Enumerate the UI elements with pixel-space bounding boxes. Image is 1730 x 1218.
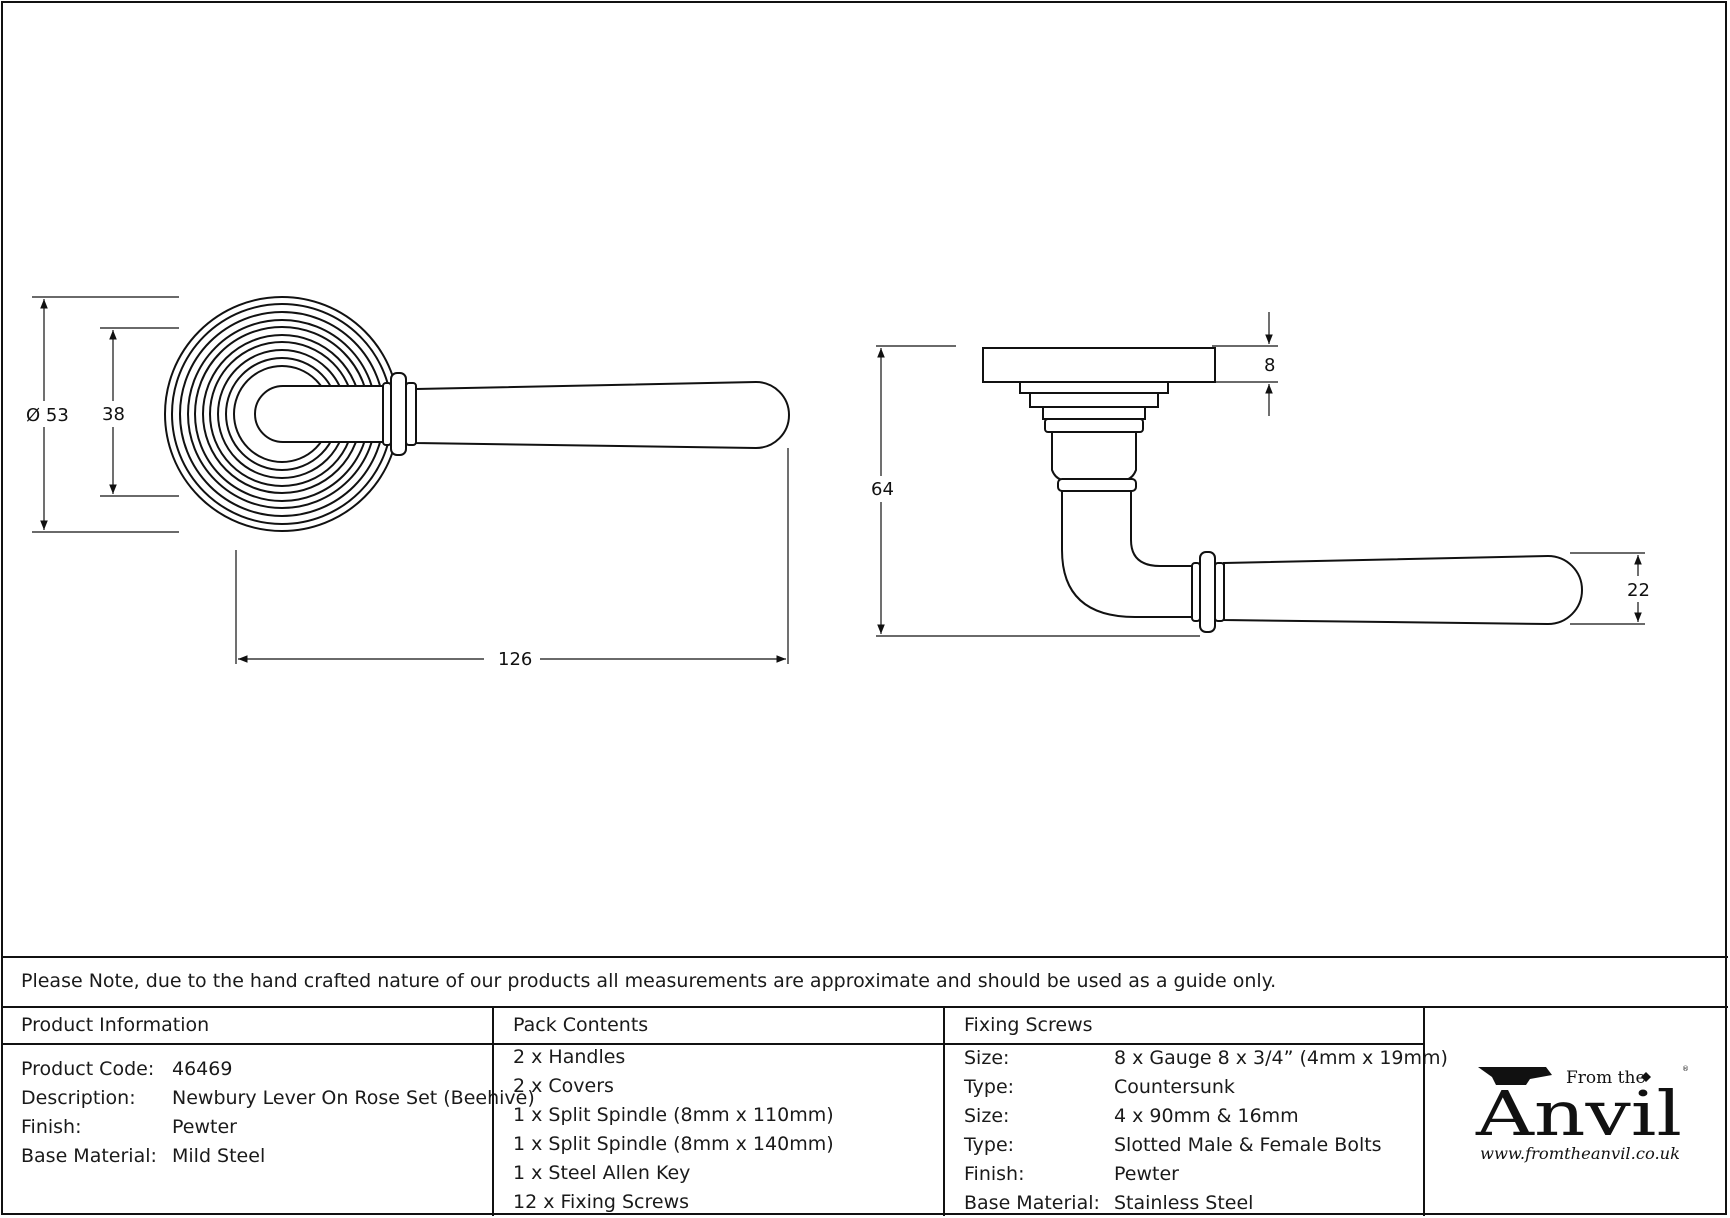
front-view xyxy=(164,296,790,532)
bolt-size-label: Size: xyxy=(964,1105,1010,1127)
screw-material-label: Base Material: xyxy=(964,1192,1100,1214)
screw-material-value: Stainless Steel xyxy=(1114,1192,1254,1214)
front-dimensions xyxy=(32,296,789,664)
bolt-type-label: Type: xyxy=(964,1134,1015,1156)
anvil-icon xyxy=(1478,1067,1552,1085)
base-material-label: Base Material: xyxy=(21,1145,157,1167)
dim-rose-diameter: Ø 53 xyxy=(26,405,69,426)
side-view xyxy=(982,347,1583,633)
product-code-label: Product Code: xyxy=(21,1058,155,1080)
bolt-type-value: Slotted Male & Female Bolts xyxy=(1114,1134,1382,1156)
disclaimer-text: Please Note, due to the hand crafted nat… xyxy=(21,970,1277,992)
base-material-value: Mild Steel xyxy=(172,1145,266,1167)
dim-overall-length: 126 xyxy=(498,649,532,670)
pack-item: 1 x Steel Allen Key xyxy=(513,1162,691,1184)
dim-inner-diameter: 38 xyxy=(102,404,125,425)
pack-contents-heading: Pack Contents xyxy=(494,1008,945,1045)
logo-from-the: From the xyxy=(1566,1068,1646,1088)
bolt-size-value: 4 x 90mm & 16mm xyxy=(1114,1105,1299,1127)
screw-size-value: 8 x Gauge 8 x 3/4” (4mm x 19mm) xyxy=(1114,1047,1448,1069)
dim-rose-thickness: 8 xyxy=(1264,355,1275,376)
pack-item: 1 x Split Spindle (8mm x 140mm) xyxy=(513,1133,834,1155)
product-info-heading: Product Information xyxy=(2,1008,494,1045)
fixing-screws-heading: Fixing Screws xyxy=(945,1008,1425,1045)
diamond-icon xyxy=(1641,1072,1651,1082)
pack-item: 2 x Handles xyxy=(513,1046,626,1068)
column-divider xyxy=(1423,1008,1425,1216)
screw-type-value: Countersunk xyxy=(1114,1076,1235,1098)
description-value: Newbury Lever On Rose Set (Beehive) xyxy=(172,1087,535,1109)
pack-item: 2 x Covers xyxy=(513,1075,614,1097)
logo-brand: Anvil xyxy=(1475,1077,1682,1150)
dim-height: 64 xyxy=(871,479,894,500)
logo-registered-mark: ® xyxy=(1682,1065,1689,1073)
finish-value: Pewter xyxy=(172,1116,237,1138)
screw-finish-label: Finish: xyxy=(964,1163,1025,1185)
finish-label: Finish: xyxy=(21,1116,82,1138)
screw-size-label: Size: xyxy=(964,1047,1010,1069)
column-divider xyxy=(943,1008,945,1216)
disclaimer-row: Please Note, due to the hand crafted nat… xyxy=(2,956,1728,1008)
product-info-panel: Product Information Product Code: 46469 … xyxy=(2,1008,535,1216)
pack-contents-panel: Pack Contents 2 x Handles 2 x Covers 1 x… xyxy=(494,1008,945,1216)
dim-lever-thickness: 22 xyxy=(1627,580,1650,601)
pack-item: 12 x Fixing Screws xyxy=(513,1191,690,1213)
screw-finish-value: Pewter xyxy=(1114,1163,1179,1185)
technical-drawing: Ø 53 38 126 64 8 22 xyxy=(26,296,1650,670)
product-code-value: 46469 xyxy=(172,1058,233,1080)
pack-item: 1 x Split Spindle (8mm x 110mm) xyxy=(513,1104,834,1126)
fixing-screws-panel: Fixing Screws Size: 8 x Gauge 8 x 3/4” (… xyxy=(945,1008,1448,1216)
logo-url: www.fromtheanvil.co.uk xyxy=(1480,1144,1680,1163)
from-the-anvil-logo: From the ® Anvil www.fromtheanvil.co.uk xyxy=(1475,1065,1689,1163)
column-divider xyxy=(492,1008,494,1216)
description-label: Description: xyxy=(21,1087,136,1109)
screw-type-label: Type: xyxy=(964,1076,1015,1098)
